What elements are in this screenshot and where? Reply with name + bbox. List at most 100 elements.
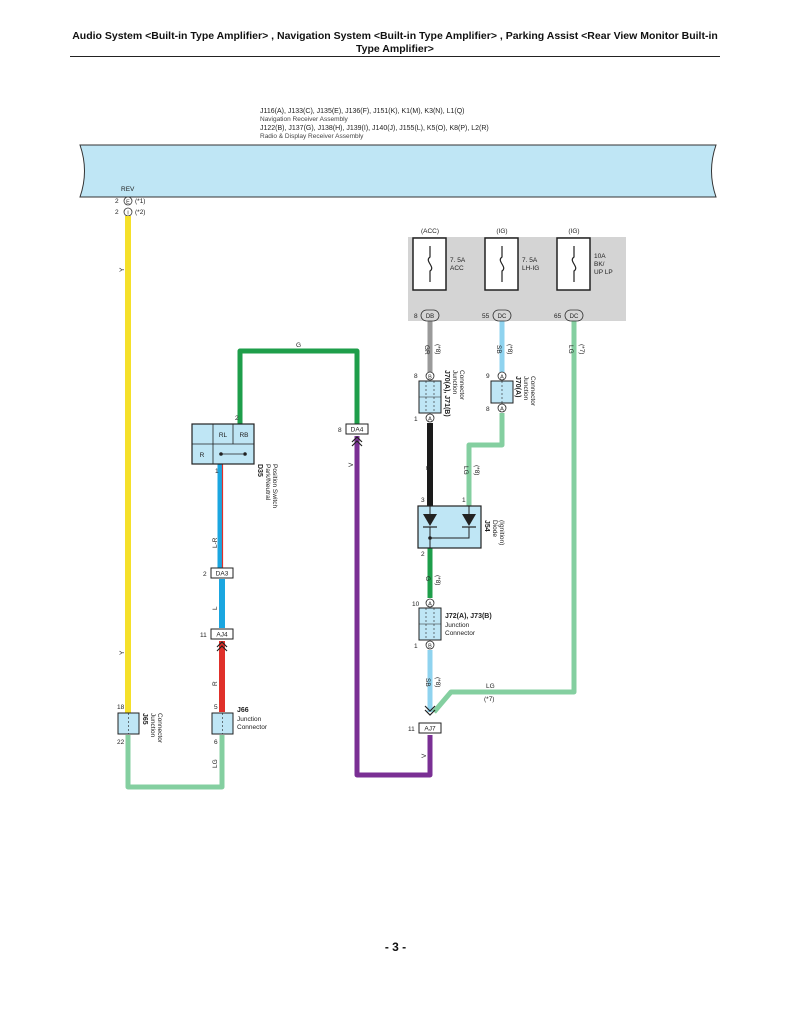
d35-rb: RB: [239, 432, 248, 439]
fuse-panel: (ACC) 7. 5A ACC (IG) 7. 5A LH-IG (IG) 10…: [408, 228, 626, 321]
da4-pin: 8: [338, 427, 342, 434]
header-divider: [70, 56, 720, 57]
wire-label-l: L: [212, 606, 219, 610]
j72-pin-top: 10: [412, 601, 420, 608]
fuse-acc-pin: 8: [414, 313, 418, 320]
wire-label-lg-mid: LG: [462, 466, 469, 475]
d35-rl: RL: [219, 432, 228, 439]
j70a-name-1: Junction: [522, 376, 529, 401]
fuse-lh-ig: (IG) 7. 5A LH-IG: [484, 228, 539, 291]
da4-box: [345, 423, 369, 435]
j70a-pin-top: 9: [486, 373, 490, 380]
j70a-name-2: Connector: [529, 376, 536, 407]
diode-j54: 3 1 2 J54 Diode (Ignition): [417, 497, 505, 558]
page-header: Audio System <Built-in Type Amplifier> ,…: [72, 30, 718, 55]
receiver-pin-a-letter: E: [126, 199, 130, 205]
wire-label-y-bottom: Y: [119, 650, 126, 655]
wire-label-r: R: [212, 681, 219, 686]
j70-pin-bottom: 1: [414, 416, 418, 423]
aj7-chevron: [424, 705, 436, 716]
j66-name-2: Connector: [237, 724, 268, 731]
fuse-acc-connector-label: DB: [426, 314, 434, 320]
wire-label-v-1: V: [348, 462, 355, 467]
j70-name-2: Connector: [458, 370, 465, 401]
wire-label-sb-low: SB: [424, 678, 431, 687]
wire-label-v-2: V: [421, 753, 428, 758]
wire-label-sb-top: SB: [495, 345, 502, 354]
j70a-pin-bottom: 8: [486, 406, 490, 413]
j70-letter-top: B: [428, 374, 432, 380]
wire-note-sb-low: (*8): [434, 677, 441, 687]
j70a-body: [490, 380, 514, 404]
wire-label-gr: GR: [423, 345, 430, 355]
wire-purple-da4-aj7: [354, 436, 433, 778]
fuse-bk-up-lp-name: BK/: [594, 261, 605, 268]
j70-letter-bottom: A: [428, 416, 432, 422]
j72-codes: J72(A), J73(B): [445, 613, 492, 620]
j54-pin-3: 3: [421, 497, 425, 504]
da3-label: DA3: [216, 571, 229, 578]
j70-name-1: Junction: [451, 370, 458, 395]
j66-pin-top: 5: [214, 704, 218, 711]
j70-pin-top-circle: [425, 371, 435, 381]
fuse-acc-connector: [420, 309, 440, 322]
wire-label-g-top: G: [296, 342, 301, 349]
j66-name-1: Junction: [237, 716, 262, 723]
connector-da3: 2 DA3: [203, 567, 234, 579]
j72-pin-bottom: 1: [414, 643, 418, 650]
connector-da4: 8 DA4: [338, 423, 369, 447]
wire-label-lg-right: LG: [567, 345, 574, 354]
receiver-assembly: J116(A), J133(C), J135(E), J136(F), J151…: [79, 108, 717, 217]
d35-contact-b: [243, 452, 247, 456]
junction-j65: 18 22 J65 Junction Connector: [117, 704, 163, 746]
fuse-bk-up-lp-rating: 10A: [594, 253, 606, 260]
j54-pin-2: 2: [421, 551, 425, 558]
wire-green-d35-da4: [237, 348, 360, 424]
fuse-bk-up-lp-name2: UP LP: [594, 269, 613, 276]
fuse-lh-ig-connector: [492, 309, 512, 322]
junction-j72-j73: 10 A 1 B J72(A), J73(B) Junction Connect…: [412, 598, 492, 650]
wire-label-y-top: Y: [119, 267, 126, 272]
j54-junction-dot: [428, 536, 432, 540]
da4-chevron: [351, 436, 363, 447]
wire-group: [125, 216, 577, 790]
receiver-terminal-rev: REV: [121, 186, 135, 193]
j72-letter-top: A: [428, 601, 432, 607]
wire-label-lg-right-low: LG: [486, 683, 495, 690]
j54-name-2: (Ignition): [498, 520, 505, 545]
da4-label: DA4: [351, 427, 364, 434]
wire-note-lg-mid: (*8): [473, 465, 480, 475]
j70-pin-top: 8: [414, 373, 418, 380]
receiver-pin-a-number: 2: [115, 198, 119, 205]
j54-name-1: Diode: [491, 520, 498, 537]
d35-code: D35: [256, 464, 263, 477]
fuse-acc-symbol: [427, 246, 433, 282]
wire-label-lg-bottom: LG: [212, 759, 219, 768]
j70a-letter-bottom: A: [500, 406, 504, 412]
receiver-pin-b-number: 2: [115, 209, 119, 216]
d35-name-1: Park/Neutral: [264, 464, 271, 501]
nav-receiver-name: Navigation Receiver Assembly: [260, 116, 349, 123]
j70a-letter-top: A: [500, 374, 504, 380]
j70-pin-bottom-circle: [425, 413, 435, 423]
j72-name-2: Connector: [445, 630, 476, 637]
wire-note-sb-top: (*8): [506, 344, 513, 354]
fuse-output-connectors: 8 DB 55 DC 65 DC: [414, 309, 584, 322]
j65-pin-bottom: 22: [117, 739, 125, 746]
j70-codes: J70(A), J71(B): [443, 370, 450, 417]
receiver-body: [79, 144, 717, 198]
fuse-bk-up-lp: (IG) 10A BK/ UP LP: [556, 228, 613, 291]
fuse-acc-rating: 7. 5A: [450, 257, 466, 264]
receiver-pin-b-note: (*2): [135, 209, 145, 216]
aj7-pin: 11: [408, 726, 415, 733]
wire-note-g-low: (*8): [434, 575, 441, 585]
j54-diode-left: [423, 514, 437, 526]
j70a-pin-top-circle: [497, 371, 507, 381]
fuse-bk-up-lp-pin: 65: [554, 313, 562, 320]
wire-lightgreen-bk-up-lp-aj7: [432, 321, 577, 714]
j54-code: J54: [483, 520, 490, 532]
wire-label-b: B: [424, 466, 431, 470]
junction-j66: 5 6 J66 Junction Connector: [211, 704, 268, 746]
wire-lightgreen-j70a-diode: [466, 413, 505, 506]
